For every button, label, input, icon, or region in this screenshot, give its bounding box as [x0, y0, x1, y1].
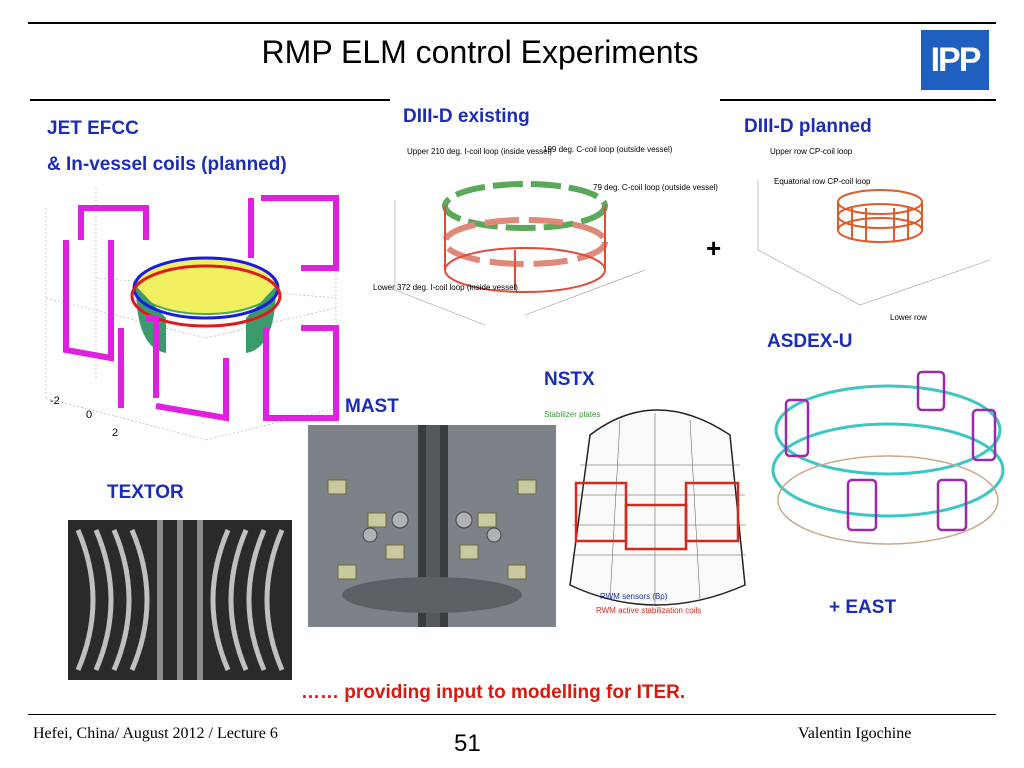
textor-figure	[68, 520, 292, 680]
label-asdex: ASDEX-U	[767, 331, 853, 352]
label-jet-line1: JET EFCC	[47, 118, 139, 139]
label-jet-line2: & In-vessel coils (planned)	[47, 154, 287, 175]
footer-left: Hefei, China/ August 2012 / Lecture 6	[33, 725, 278, 742]
planned-upper-annotation: Upper row CP-coil loop	[770, 147, 853, 156]
top-rule	[28, 22, 996, 24]
nstx-stabilizer-annotation: Stabilizer plates	[544, 410, 600, 419]
ipp-logo: IPP	[921, 30, 989, 90]
planned-equatorial-annotation: Equatorial row CP-coil loop	[774, 177, 871, 186]
nstx-rwm-sensors-annotation: RWM sensors (Bp)	[600, 592, 668, 601]
diiid-existing-figure: Upper 210 deg. I-coil loop (inside vesse…	[365, 140, 718, 335]
label-diiid-existing: DIII-D existing	[403, 106, 530, 127]
label-textor: TEXTOR	[107, 482, 184, 503]
footer-rule	[28, 714, 996, 715]
jet-tick-2: 2	[112, 427, 118, 439]
diiid-planned-figure: Upper row CP-coil loop Equatorial row CP…	[730, 140, 1000, 325]
iter-note: …… providing input to modelling for ITER…	[301, 682, 686, 703]
jet-efcc-figure: -2 0 2	[36, 178, 370, 446]
mast-figure	[308, 425, 556, 627]
asdex-figure	[768, 360, 1008, 560]
nstx-rwm-coils-annotation: RWM active stabilization coils	[596, 606, 701, 615]
diiid-ccoil199-annotation: 199 deg. C-coil loop (outside vessel)	[543, 145, 673, 154]
label-diiid-planned: DIII-D planned	[744, 116, 872, 137]
page-number: 51	[454, 730, 481, 757]
jet-tick-neg2: -2	[50, 395, 60, 407]
left-header-rule	[30, 99, 390, 101]
footer-right: Valentin Igochine	[798, 725, 912, 742]
planned-lower-annotation: Lower row	[890, 313, 927, 322]
right-header-rule	[720, 99, 996, 101]
nstx-figure: Stabilizer plates RWM sensors (Bp) RWM a…	[540, 395, 770, 625]
label-east: + EAST	[829, 597, 897, 618]
label-plus: +	[706, 233, 722, 263]
label-nstx: NSTX	[544, 369, 595, 390]
diiid-ccoil79-annotation: 79 deg. C-coil loop (outside vessel)	[593, 183, 718, 192]
jet-tick-0: 0	[86, 409, 92, 421]
diiid-lower-annotation: Lower 372 deg. I-coil loop (inside vesse…	[373, 283, 518, 292]
slide-title: RMP ELM control Experiments	[261, 34, 699, 70]
label-mast: MAST	[345, 396, 399, 417]
diiid-upper-annotation: Upper 210 deg. I-coil loop (inside vesse…	[407, 147, 552, 156]
